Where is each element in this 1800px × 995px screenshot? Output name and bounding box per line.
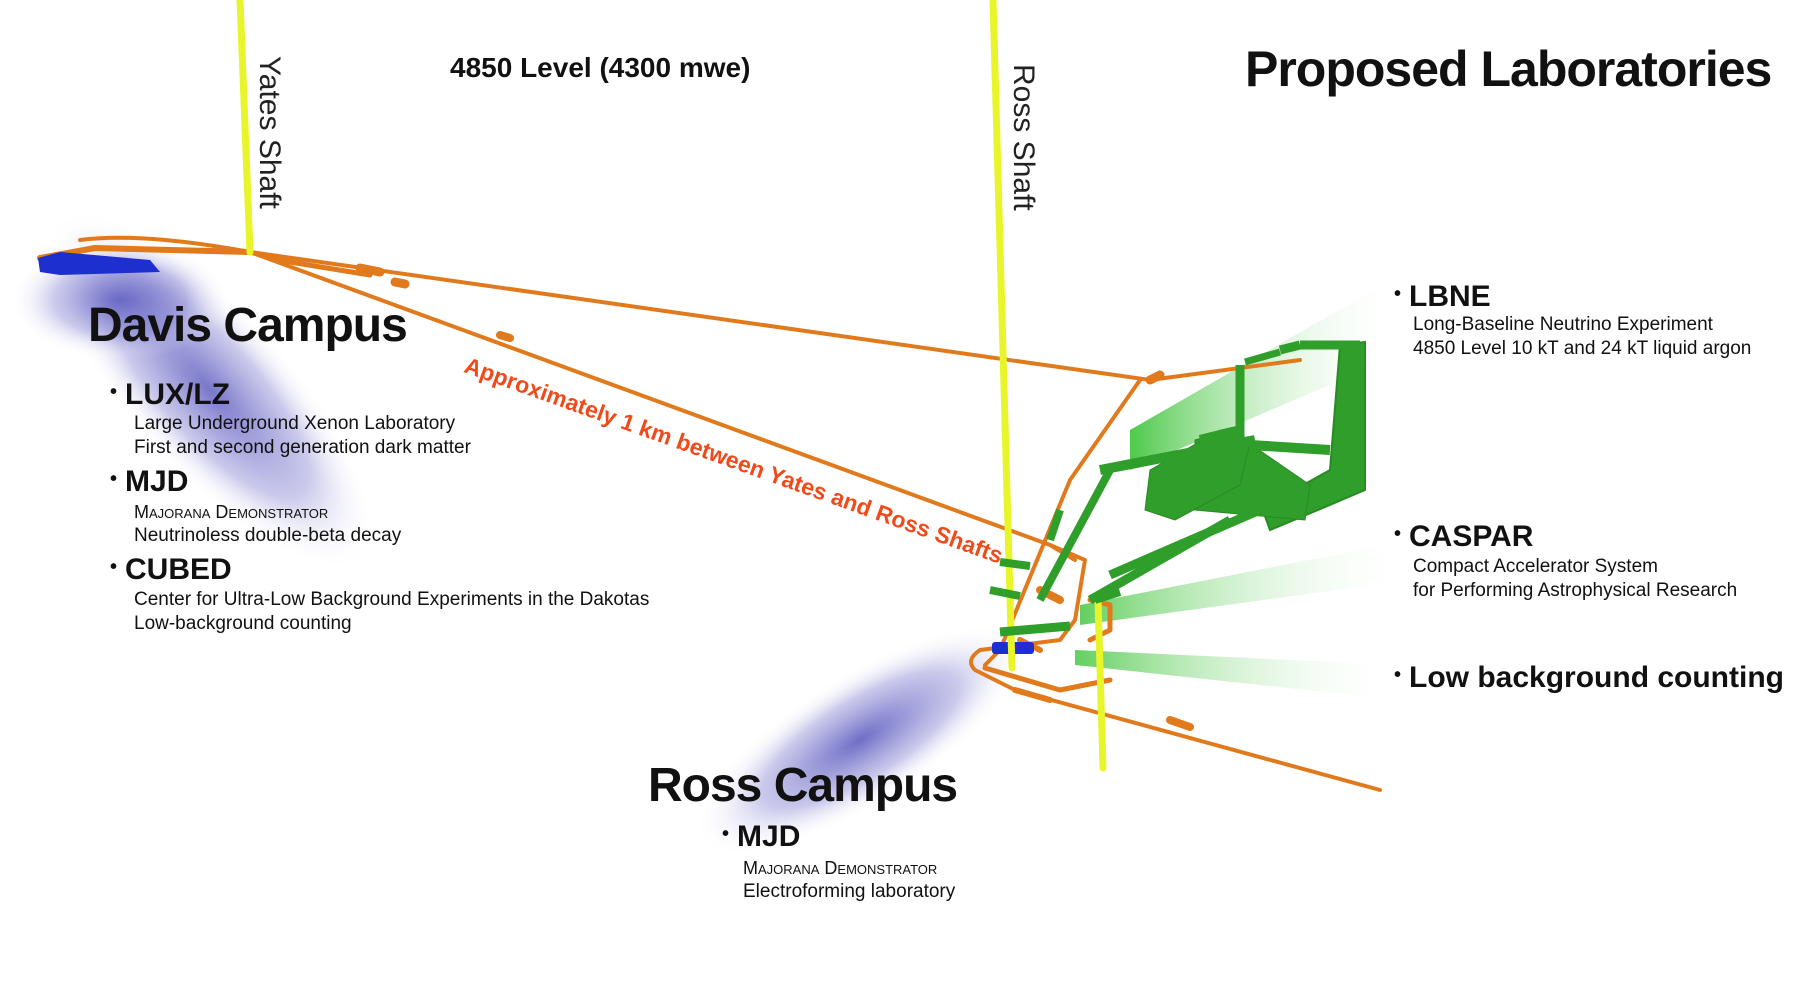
ross-campus-glow [695,625,1025,855]
ross-shaft-label: Ross Shaft [1007,64,1040,211]
ross-item-mjd-line1: Majorana Demonstrator [743,858,938,878]
ross-item-mjd: • MJD [722,820,800,854]
davis-item-cubed-line1: Center for Ultra-Low Background Experime… [134,589,650,610]
proposed-labs [989,340,1366,637]
davis-item-cubed-line2: Low-background counting [134,613,352,634]
yates-shaft-label: Yates Shaft [253,56,286,209]
bullet-icon: • [1394,664,1402,686]
item-name: MJD [125,465,189,498]
bullet-icon: • [1394,523,1402,545]
item-name: LUX/LZ [125,378,231,411]
proposed-item-lbne-line1: Long-Baseline Neutrino Experiment [1413,314,1713,335]
ross-item-mjd-line2: Electroforming laboratory [743,881,956,902]
davis-item-luxlz: • LUX/LZ [110,378,230,412]
proposed-item-caspar-line1: Compact Accelerator System [1413,556,1658,577]
davis-item-luxlz-line2: First and second generation dark matter [134,437,471,458]
bullet-icon: • [722,823,730,845]
proposed-item-caspar-line2: for Performing Astrophysical Research [1413,580,1738,601]
level-label: 4850 Level (4300 mwe) [450,52,751,83]
tunnel-network [37,235,1382,792]
proposed-item-lbne-line2: 4850 Level 10 kT and 24 kT liquid argon [1413,338,1752,359]
proposed-item-lbne: • LBNE [1394,280,1491,314]
davis-item-mjd: • MJD [110,465,188,499]
bullet-icon: • [1394,283,1402,305]
proposed-item-caspar: • CASPAR [1394,520,1533,554]
item-name: CUBED [125,553,232,586]
bullet-icon: • [110,556,118,578]
davis-item-mjd-line2: Neutrinoless double-beta decay [134,525,402,546]
proposed-laboratories-title: Proposed Laboratories [1245,41,1772,97]
davis-item-luxlz-line1: Large Underground Xenon Laboratory [134,413,456,434]
davis-item-cubed: • CUBED [110,553,232,587]
ross-campus-title: Ross Campus [648,759,958,812]
davis-campus-title: Davis Campus [88,299,408,352]
shafts [236,0,1107,772]
proposed-beams [1075,275,1410,700]
proposed-item-low-background-counting: • Low background counting [1394,661,1784,695]
bullet-icon: • [110,468,118,490]
item-name: CASPAR [1409,520,1534,553]
item-name: MJD [737,820,801,853]
davis-item-mjd-line1: Majorana Demonstrator [134,502,329,522]
item-name: Low background counting [1409,661,1784,694]
bullet-icon: • [110,381,118,403]
item-name: LBNE [1409,280,1491,313]
